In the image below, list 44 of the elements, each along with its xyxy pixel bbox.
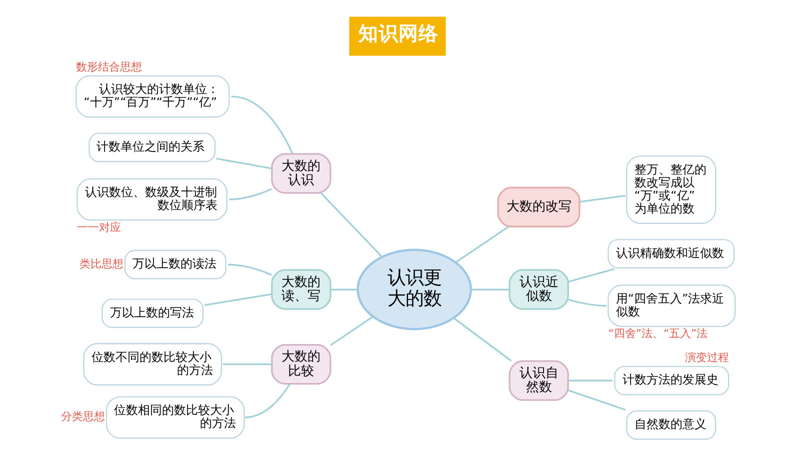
- connector: [568, 298, 606, 307]
- connector: [330, 316, 373, 346]
- connector: [470, 288, 509, 290]
- connector: [567, 268, 614, 283]
- connector: [330, 288, 357, 290]
- node-box: 大数的认识: [270, 153, 331, 194]
- node-box: 位数相同的数比较大小的方法: [105, 396, 244, 439]
- node-ellipse: 认识更大的数: [356, 248, 472, 330]
- node-box: 认识近似数: [508, 269, 568, 310]
- node-box: 认识数位、数级及十进制数位顺序表: [76, 178, 227, 221]
- node-box: 认识自然数: [508, 360, 568, 401]
- node-box: 计数方法的发展史: [614, 366, 729, 396]
- connector: [454, 226, 509, 263]
- node-box: 万以上数的写法: [101, 298, 204, 328]
- node-label: 类比思想: [78, 257, 123, 270]
- node-box: 大数的比较: [270, 344, 331, 385]
- node-box: 大数的读、写: [270, 269, 331, 310]
- node-label: 分类思想: [60, 410, 104, 424]
- node-label: “四舍”法、“五入”法: [608, 327, 708, 340]
- connector: [227, 264, 272, 276]
- node-box: 大数的改写: [496, 186, 580, 228]
- connector: [244, 384, 290, 418]
- node-box: 认识较大的计数单位：“十万”“百万”“千万”“亿”: [75, 75, 230, 118]
- node-box: 用“四舍五入”法求近似数: [607, 284, 736, 327]
- node-box: 万以上数的读法: [124, 250, 226, 280]
- node-box: 自然数的意义: [626, 410, 716, 440]
- node-box: 位数不同的数比较大小的方法: [82, 343, 222, 386]
- node-label: 一一对应: [76, 220, 121, 234]
- connector: [222, 364, 272, 366]
- node-label: 数形结合思想: [76, 60, 142, 74]
- diagram-title: 知识网络: [358, 22, 438, 45]
- connector: [579, 194, 626, 203]
- connector: [204, 293, 272, 306]
- connector: [568, 380, 612, 382]
- connector: [453, 318, 512, 362]
- connector: [216, 158, 272, 170]
- connector: [567, 389, 626, 411]
- connector: [230, 96, 293, 154]
- node-box: 认识精确数和近似数: [607, 239, 734, 268]
- node-box: 整万、整亿的数改写成以“万”或“亿”为单位的数: [626, 156, 716, 224]
- node-label: 演变过程: [684, 351, 729, 364]
- connector: [228, 188, 272, 200]
- connector: [320, 192, 382, 258]
- node-box: 计数单位之间的关系: [88, 132, 215, 162]
